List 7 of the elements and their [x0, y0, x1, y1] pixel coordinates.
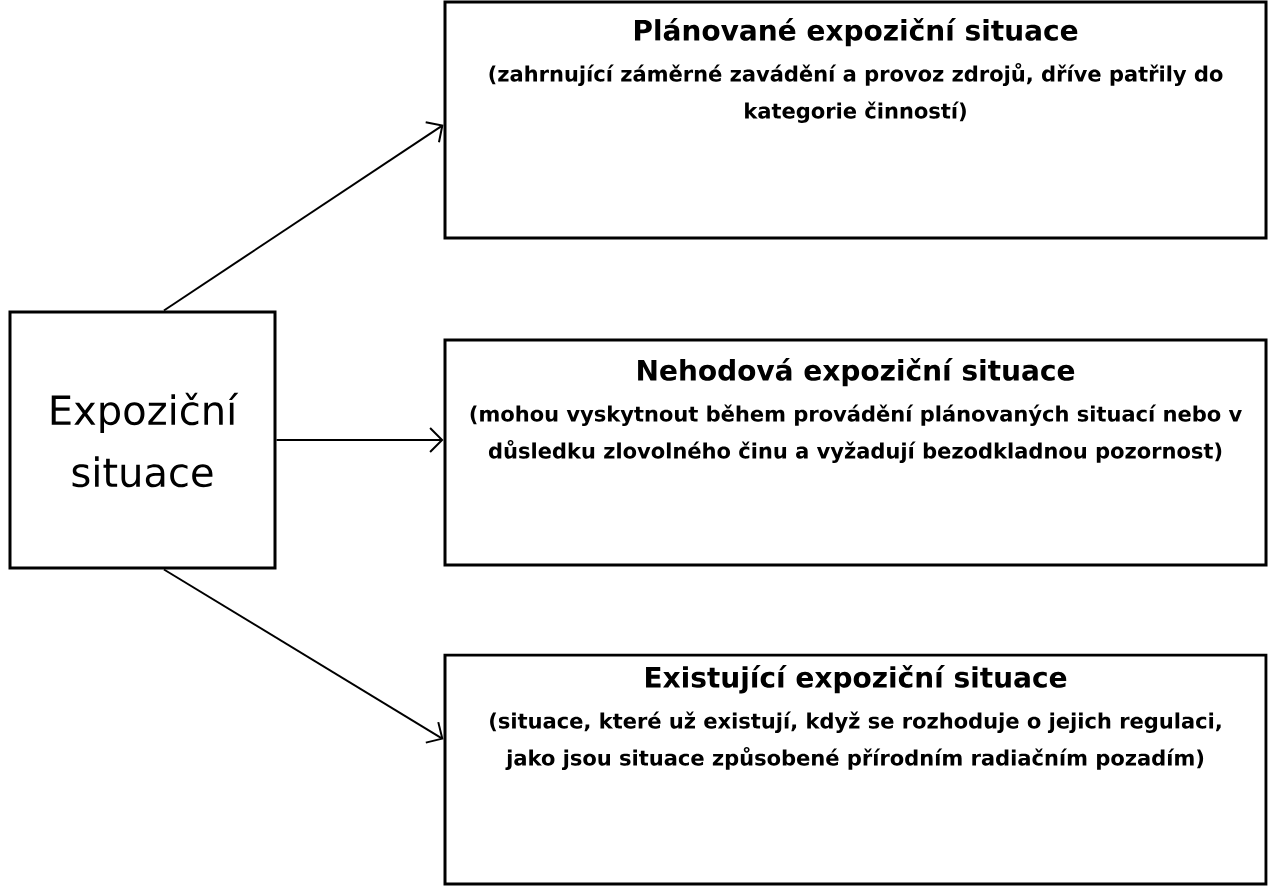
category-box: Nehodová expoziční situace (mohou vyskytnout během provádění plánovaných situací nebo v důsledku zlovolného činu a vyžadují bezodkladnou pozornost): [443, 338, 1268, 567]
arrow: [162, 121, 444, 312]
arrow: [162, 568, 444, 744]
category-box: Plánované expoziční situace (zahrnující záměrné zavádění a provoz zdrojů, dříve patřily do kategorie činností): [443, 0, 1268, 240]
concept-box: Expoziční situace: [8, 310, 277, 570]
arrow: [275, 427, 444, 453]
category-box: Existující expoziční situace (situace, které už existují, když se rozhoduje o jejich regulaci, jako jsou situace způsobené přírodním radiačním pozadím): [443, 653, 1268, 886]
